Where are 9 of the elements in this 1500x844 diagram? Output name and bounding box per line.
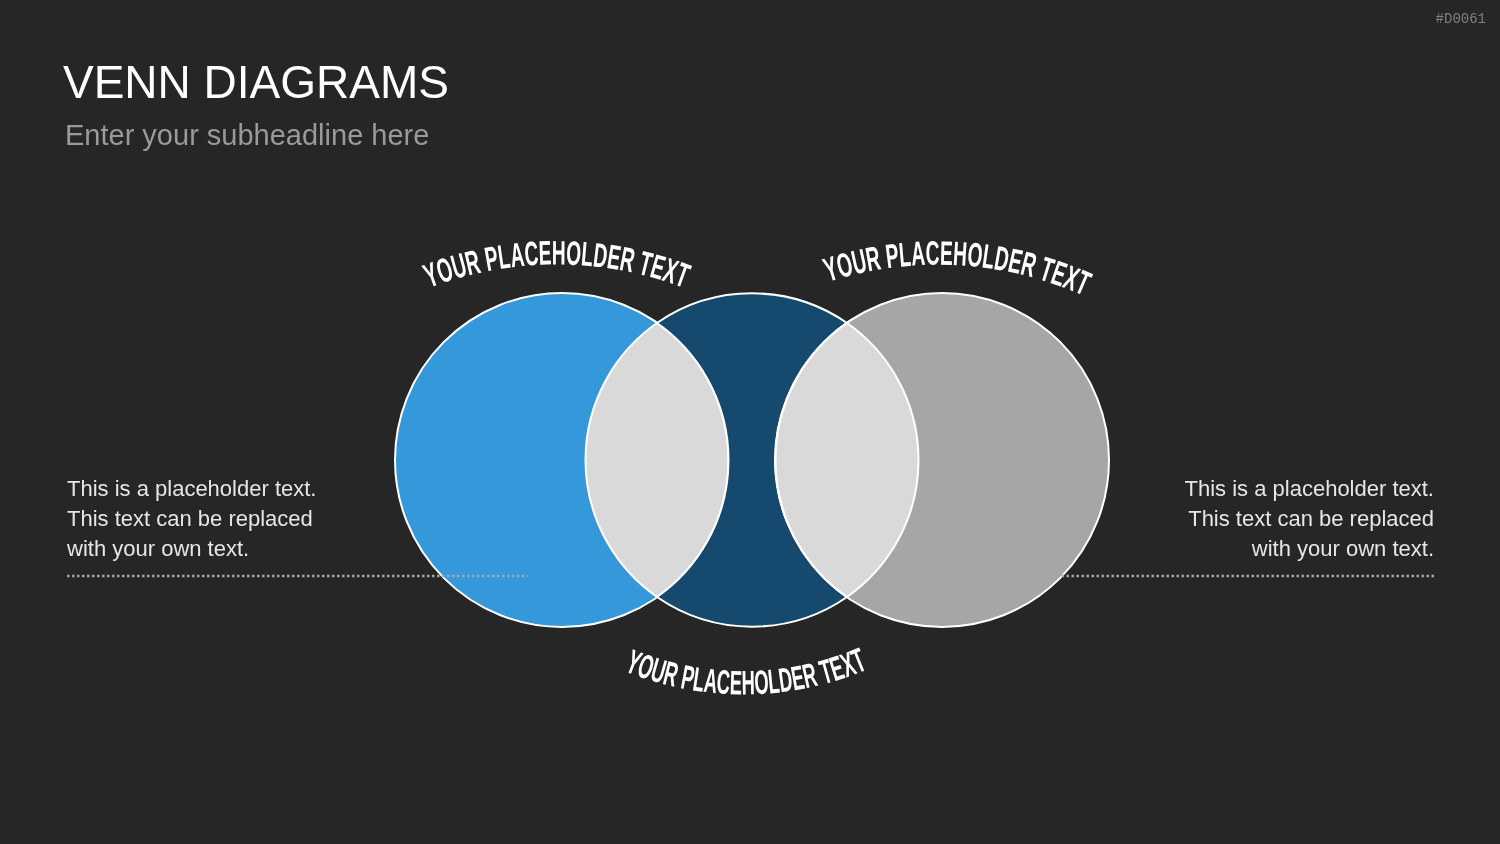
- curved-heading: YOUR PLACEHOLDER TEXT: [818, 233, 1105, 306]
- description-text: This is a placeholder text. This text can be replaced with your own text.: [1183, 475, 1434, 563]
- slide-code: #D0061: [1435, 11, 1486, 28]
- description-text: This is a placeholder text. This text can be replaced with your own text.: [67, 475, 318, 563]
- curved-heading: YOUR PLACEHOLDER TEXT: [621, 636, 880, 702]
- slide-subtitle: Enter your subheadline here: [65, 119, 430, 153]
- curved-heading: YOUR PLACEHOLDER TEXT: [418, 233, 704, 298]
- leader-line: [67, 574, 528, 578]
- slide-title: VENN DIAGRAMS: [63, 56, 449, 109]
